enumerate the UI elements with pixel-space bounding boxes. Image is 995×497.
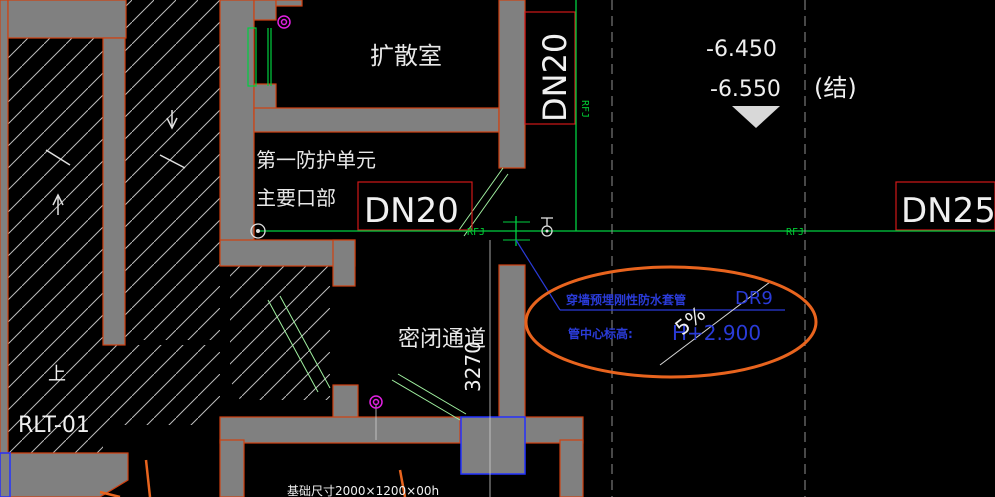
stair-label: RLT-01 — [18, 413, 90, 438]
grid-dashed-lines — [611, 0, 806, 497]
protection-unit-label: 第一防护单元 — [256, 148, 376, 172]
rfj-left-label: RFJ — [467, 227, 485, 238]
floor-drain-icon — [250, 223, 266, 239]
elevation-lower: -6.550 — [710, 77, 781, 102]
passage-dimension: 3270 — [461, 341, 485, 392]
slope-line — [659, 281, 771, 366]
main-entrance-label: 主要口部 — [256, 186, 336, 210]
stair-green-lines — [267, 167, 509, 421]
bottom-orange-marks — [99, 459, 407, 497]
rfj-vertical-label: RFJ — [579, 100, 590, 118]
diffusion-room-label: 扩散室 — [370, 42, 442, 70]
magenta-symbols — [277, 15, 383, 409]
rfj-right-label: RFJ — [786, 227, 804, 238]
revision-cloud — [524, 265, 818, 379]
sprinkler-icon — [277, 15, 291, 29]
dn20-horizontal-tag: DN20 — [364, 191, 459, 231]
stair-up-label: 上 — [48, 364, 66, 385]
stair-hatch-zone — [8, 0, 330, 453]
column-box — [460, 416, 526, 475]
dn25-tag: DN25 — [901, 191, 995, 231]
pipes — [256, 0, 995, 232]
sprinkler-icon-lower — [369, 395, 383, 409]
foundation-size-label: 基础尺寸2000×1200×00h — [287, 484, 439, 497]
annotation-elevation: H+2.900 — [672, 321, 761, 345]
elevation-triangle-icon — [732, 106, 780, 128]
door-symbol — [247, 27, 272, 87]
annotation-casing-text: 穿墙预埋刚性防水套管 — [566, 292, 686, 307]
annotation-code: DR9 — [735, 288, 773, 309]
airtight-passage-label: 密闭通道 — [398, 327, 486, 352]
dn20-vertical-tag: DN20 — [536, 33, 574, 122]
elevation-upper: -6.450 — [706, 37, 777, 62]
column-edge — [0, 452, 11, 497]
annotation-center-label: 管中心标高: — [568, 326, 633, 341]
annotation-leaders — [515, 239, 785, 311]
elevation-note: (结) — [814, 74, 857, 102]
stair-arrows — [45, 110, 186, 215]
dn-tag-boxes — [357, 11, 995, 231]
wall-top-left — [7, 0, 127, 39]
